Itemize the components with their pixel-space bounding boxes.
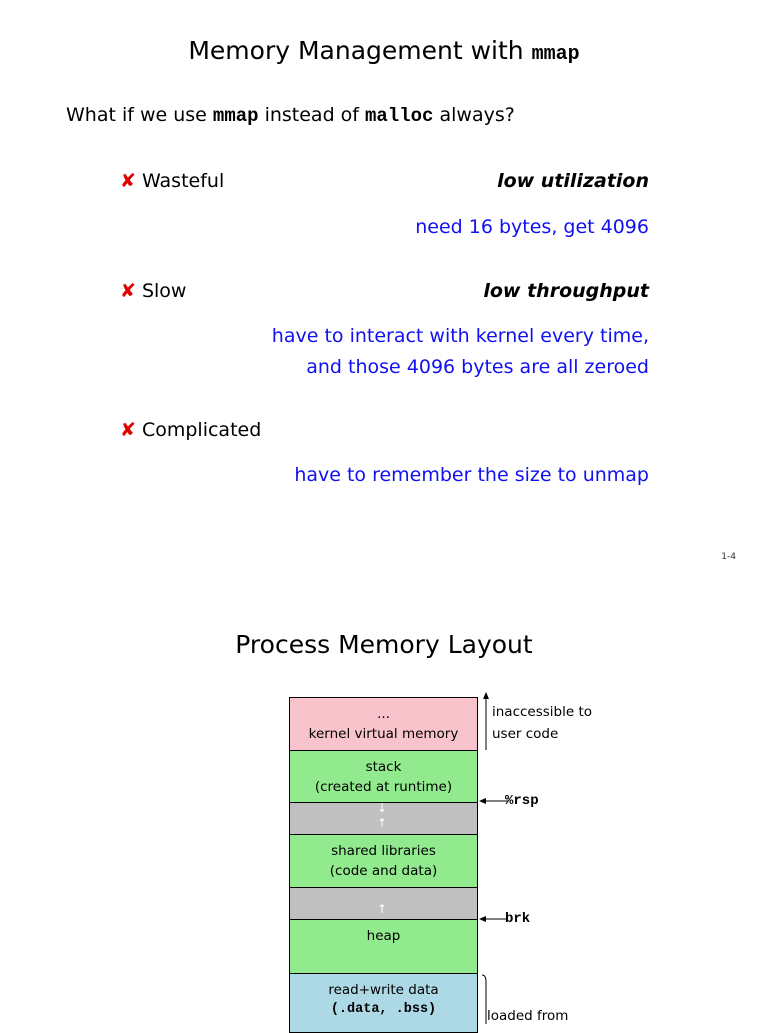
q-code-malloc: malloc bbox=[365, 105, 434, 127]
seg-text: (.data, .bss) bbox=[330, 1002, 437, 1017]
title-text: Memory Management with bbox=[188, 36, 532, 65]
point-label: Slow bbox=[141, 280, 187, 302]
brace-icon bbox=[481, 974, 487, 1024]
arrow-up-icon bbox=[483, 692, 489, 699]
label-inaccessible: inaccessible to user code bbox=[492, 701, 592, 745]
segment-gap bbox=[289, 802, 478, 835]
point-detail: have to remember the size to unmap bbox=[294, 464, 649, 486]
label-loaded-from: loaded from bbox=[487, 1008, 569, 1024]
point-emphasis: low throughput bbox=[483, 280, 649, 302]
q-pre: What if we use bbox=[66, 104, 213, 126]
page-number: 1-4 bbox=[721, 552, 736, 562]
cross-icon: ✘ bbox=[120, 280, 136, 302]
point-emphasis: low utilization bbox=[497, 170, 649, 192]
question: What if we use mmap instead of malloc al… bbox=[66, 104, 515, 127]
point-wasteful: ✘ Wasteful bbox=[120, 170, 224, 192]
detail-line: have to interact with kernel every time, bbox=[271, 325, 649, 347]
seg-text: kernel virtual memory bbox=[308, 726, 459, 742]
title-code: mmap bbox=[531, 43, 580, 66]
seg-text: ... bbox=[377, 706, 390, 722]
segment-shared-libraries: shared libraries (code and data) bbox=[289, 834, 478, 888]
point-label: Complicated bbox=[141, 419, 262, 441]
label-brk: brk bbox=[505, 911, 531, 927]
segment-stack: stack (created at runtime) bbox=[289, 750, 478, 803]
seg-text: (code and data) bbox=[329, 863, 438, 879]
q-post: always? bbox=[433, 104, 515, 126]
point-slow: ✘ Slow bbox=[120, 280, 186, 302]
label-rsp: %rsp bbox=[505, 793, 539, 809]
slide-title: Memory Management with mmap bbox=[0, 36, 768, 66]
label-line: user code bbox=[492, 726, 559, 742]
segment-kernel: ... kernel virtual memory bbox=[289, 697, 478, 751]
seg-text: heap bbox=[366, 928, 401, 944]
detail-line: and those 4096 bytes are all zeroed bbox=[306, 356, 649, 378]
seg-text: stack bbox=[365, 758, 402, 775]
point-detail: need 16 bytes, get 4096 bbox=[415, 216, 649, 238]
arrow-down-icon: ↓ bbox=[377, 801, 388, 815]
slide2-title: Process Memory Layout bbox=[235, 630, 533, 659]
arrow-up-icon: ↑ bbox=[377, 816, 388, 830]
cross-icon: ✘ bbox=[120, 170, 136, 192]
cross-icon: ✘ bbox=[120, 419, 136, 441]
label-line: inaccessible to bbox=[492, 704, 593, 720]
annotation-arrows bbox=[479, 692, 508, 1024]
seg-text: shared libraries bbox=[331, 843, 436, 859]
point-complicated: ✘ Complicated bbox=[120, 419, 261, 441]
q-code-mmap: mmap bbox=[212, 105, 259, 127]
point-detail: have to interact with kernel every time,… bbox=[272, 321, 649, 383]
seg-text: read+write data bbox=[328, 982, 439, 998]
segment-heap: heap bbox=[289, 919, 478, 974]
q-mid: instead of bbox=[258, 104, 366, 126]
point-label: Wasteful bbox=[141, 170, 225, 192]
arrow-left-icon bbox=[479, 916, 486, 922]
segment-gap bbox=[289, 887, 478, 920]
segment-rw-data: read+write data (.data, .bss) bbox=[289, 973, 478, 1033]
seg-text: (created at runtime) bbox=[314, 778, 453, 795]
arrow-up-icon: ↑ bbox=[377, 902, 388, 916]
arrow-left-icon bbox=[479, 798, 486, 804]
